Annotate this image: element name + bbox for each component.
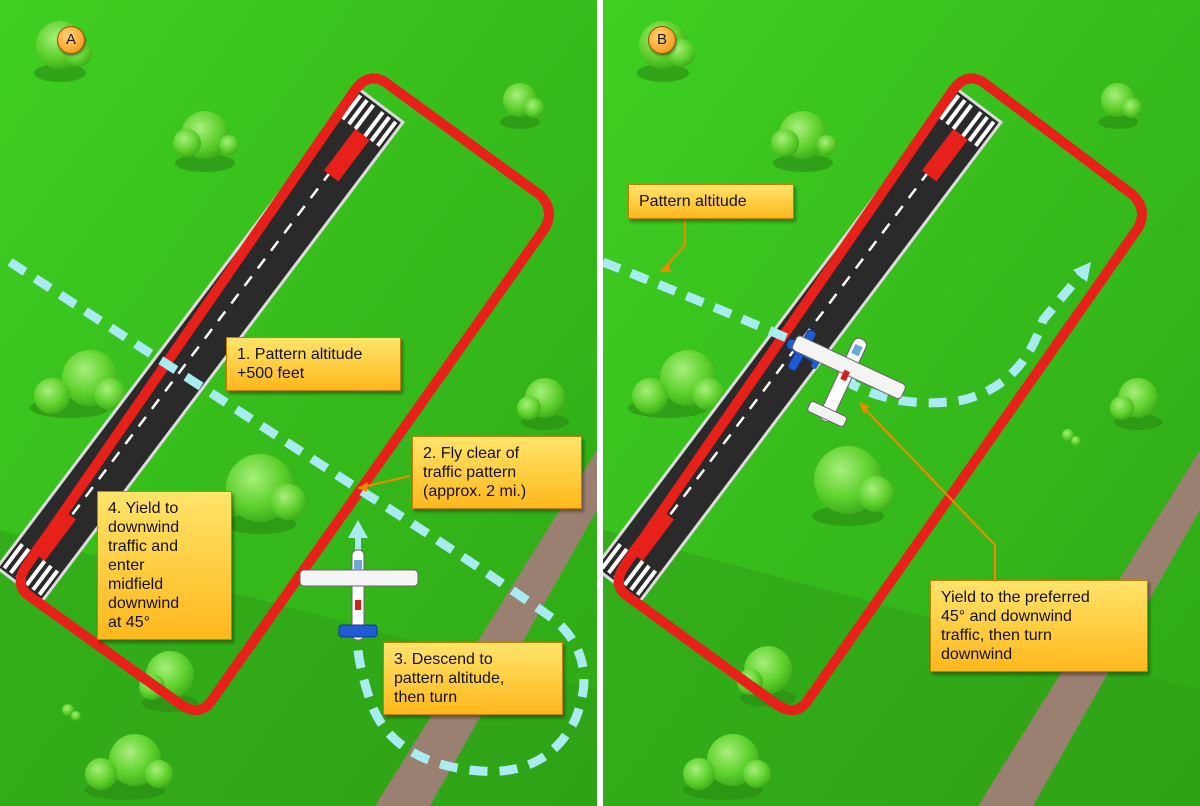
airplane-a xyxy=(299,520,419,641)
panel-b: B Pattern altitude Yield to the preferre… xyxy=(603,0,1200,806)
callout-yield-preferred: Yield to the preferred 45° and downwind … xyxy=(930,580,1148,672)
leader-line-pattern-altitude xyxy=(662,218,686,271)
leader-line-yield xyxy=(860,404,996,580)
callout-pattern-altitude: Pattern altitude xyxy=(628,184,794,219)
callout-fly-clear: 2. Fly clear of traffic pattern (approx.… xyxy=(412,436,582,509)
callout-pattern-altitude-plus-500: 1. Pattern altitude +500 feet xyxy=(226,337,401,391)
leader-arrowhead xyxy=(659,262,671,272)
traffic-pattern xyxy=(15,73,554,715)
airplane-b-large xyxy=(791,335,906,427)
flight-path xyxy=(603,257,1087,408)
flight-path xyxy=(7,258,589,776)
panel-b-badge: B xyxy=(648,26,676,54)
panel-a-badge: A xyxy=(57,26,85,54)
traffic-pattern xyxy=(613,73,1147,715)
leader-arrowhead xyxy=(859,402,869,414)
trees xyxy=(30,21,569,800)
flight-path-arrowhead xyxy=(1073,262,1091,282)
panel-a: A 1. Pattern altitude +500 feet 2. Fly c… xyxy=(0,0,597,806)
callout-yield-to-downwind: 4. Yield to downwind traffic and enter m… xyxy=(97,491,232,640)
panel-b-scene xyxy=(603,0,1200,806)
panel-a-scene xyxy=(0,0,597,806)
panel-divider xyxy=(597,0,603,806)
dirt-road xyxy=(375,450,597,806)
leader-arrowhead xyxy=(358,482,368,492)
callout-descend: 3. Descend to pattern altitude, then tur… xyxy=(383,642,563,715)
